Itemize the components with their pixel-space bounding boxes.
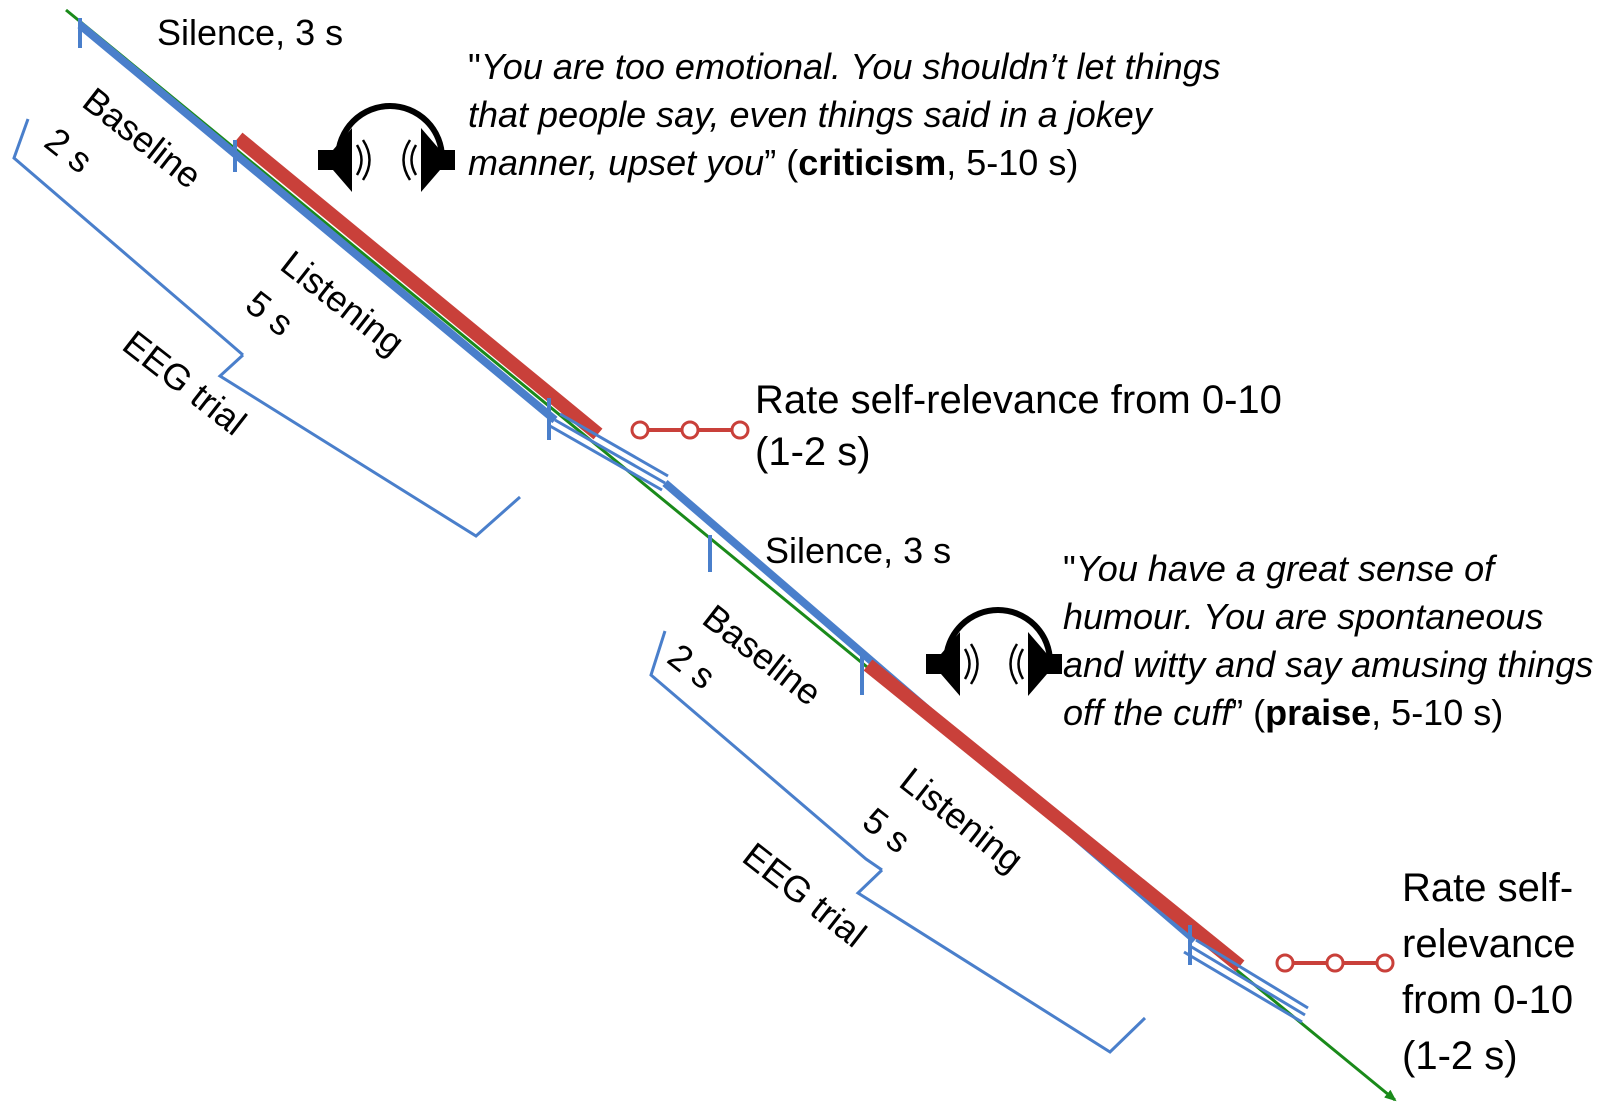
- trial-2-category: praise: [1265, 692, 1372, 733]
- trial-1-listening-bar: [233, 132, 603, 440]
- trial-2-audio-icons: [926, 607, 1062, 696]
- trial-1-silence-label: Silence, 3 s: [157, 12, 344, 53]
- rate-line: (1-2 s): [755, 430, 871, 474]
- speaker-icon: [421, 128, 455, 192]
- quote-open-mark: ": [1063, 548, 1076, 589]
- headphones-icon: [943, 607, 1053, 663]
- trial-2-blue-tail: [1183, 950, 1303, 1024]
- trial-1-audio-icons: [318, 103, 455, 192]
- rate-line: Rate self-relevance from 0-10: [755, 378, 1282, 422]
- trial-2-quote-text: You have a great sense of humour. You ar…: [1063, 548, 1594, 733]
- quote-open-mark: ": [468, 46, 481, 87]
- rate-line: relevance: [1402, 922, 1576, 966]
- trial-2-quote: "You have a great sense of humour. You a…: [1063, 545, 1613, 737]
- trial-1-rating-scale-icon: [630, 420, 750, 440]
- trial-2-baseline-bracket: [649, 630, 883, 872]
- trial-1-blue-tail: [559, 412, 669, 478]
- trial-2-silence-label: Silence, 3 s: [765, 530, 952, 571]
- trial-1-category: criticism: [798, 142, 947, 183]
- rate-line: Rate self-: [1402, 866, 1574, 910]
- trial-2-rate-label: Rate self- relevance from 0-10 (1-2 s): [1402, 860, 1575, 1084]
- trial-1-eeg-bracket: [217, 353, 521, 538]
- trial-1-quote-text: You are too emotional. You shouldn’t let…: [468, 46, 1221, 183]
- trial-1-rate-label: Rate self-relevance from 0-10 (1-2 s): [755, 374, 1282, 478]
- trial-1-blue-tail: [549, 424, 663, 492]
- trial-2-rating-scale-icon: [1275, 953, 1395, 973]
- trial-1-blue-tail: [554, 418, 666, 485]
- trial-2-eeg-bracket: [855, 868, 1147, 1054]
- trial-2-duration: , 5-10 s): [1371, 692, 1504, 733]
- quote-close-mark: ” (: [1231, 692, 1266, 733]
- speaker-icon: [1028, 632, 1062, 696]
- rate-line: from 0-10: [1402, 978, 1574, 1022]
- trial-2-blue-tail: [1195, 938, 1309, 1010]
- trial-1-quote: "You are too emotional. You shouldn’t le…: [468, 43, 1288, 187]
- quote-close-mark: ” (: [764, 142, 799, 183]
- speaker-icon: [318, 128, 352, 192]
- trial-2-listening-bar: [863, 659, 1245, 972]
- speaker-icon: [926, 632, 960, 696]
- trial-1-duration: , 5-10 s): [946, 142, 1079, 183]
- trial-1-baseline-bracket: [12, 118, 244, 357]
- headphones-icon: [335, 103, 445, 159]
- trial-2-bars: [708, 535, 1309, 1024]
- trial-1-blue-bar: [77, 21, 558, 424]
- trial-2-blue-tail: [1189, 944, 1306, 1017]
- rate-line: (1-2 s): [1402, 1034, 1518, 1078]
